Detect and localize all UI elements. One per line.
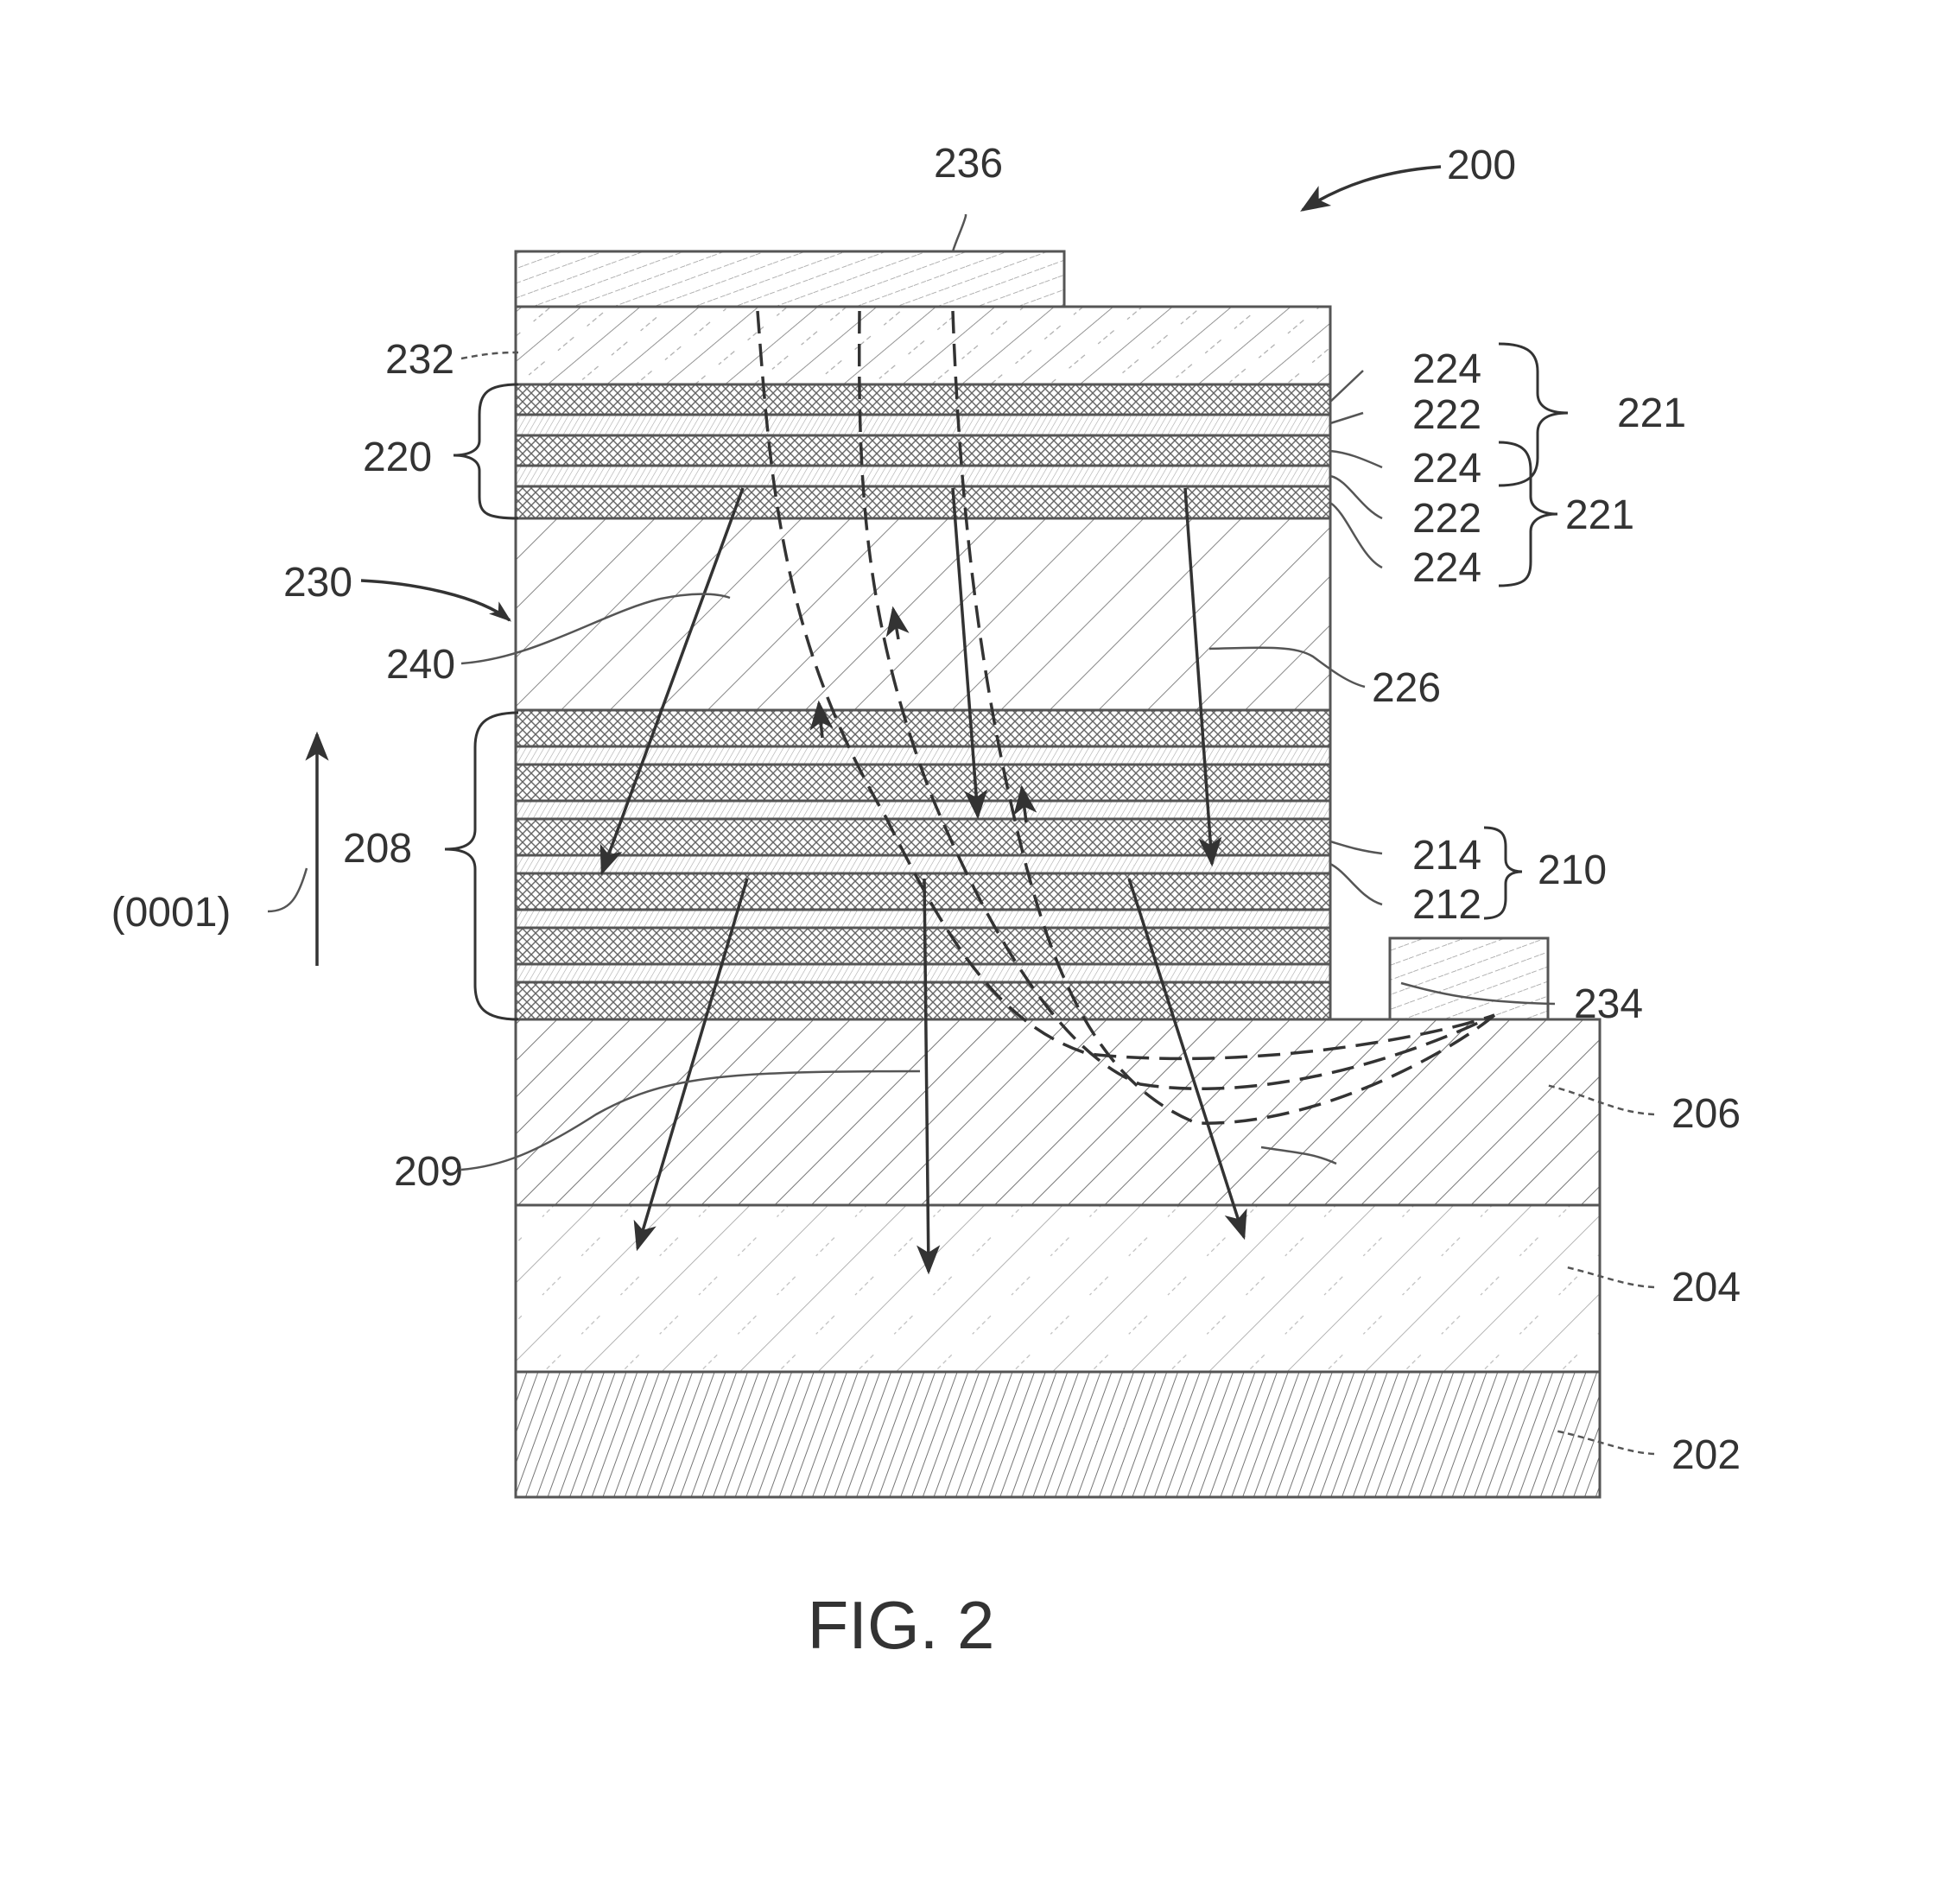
p-contact bbox=[514, 250, 1066, 308]
label-sl-222-b: 222 bbox=[1412, 496, 1481, 542]
label-current-path: 240 bbox=[386, 642, 455, 688]
lower-pair-brace bbox=[1498, 441, 1558, 587]
label-qw-pair: 210 bbox=[1538, 847, 1607, 893]
label-pair-upper: 221 bbox=[1617, 390, 1686, 436]
leader-lines bbox=[267, 214, 1655, 1456]
label-p-contact: 236 bbox=[934, 141, 1003, 187]
n-contact bbox=[1388, 936, 1550, 1021]
label-sl-224-a: 224 bbox=[1412, 346, 1481, 392]
figure-caption: FIG. 2 bbox=[808, 1587, 995, 1663]
label-n-contact: 234 bbox=[1574, 981, 1643, 1027]
label-dislocation: 209 bbox=[394, 1149, 463, 1195]
intermediate-layer bbox=[514, 517, 1332, 712]
label-active-region: 208 bbox=[343, 826, 412, 872]
label-device: 200 bbox=[1447, 143, 1516, 188]
active-region-brace bbox=[444, 711, 519, 1021]
label-pair-lower: 221 bbox=[1565, 492, 1634, 538]
label-substrate: 202 bbox=[1671, 1432, 1741, 1478]
label-sl-224-b: 224 bbox=[1412, 446, 1481, 492]
light-rays bbox=[599, 487, 1247, 1275]
current-paths bbox=[756, 310, 1496, 1125]
label-buffer: 204 bbox=[1671, 1265, 1741, 1311]
label-superlattice: 220 bbox=[363, 435, 432, 480]
device-pointer-arrow bbox=[1300, 165, 1442, 212]
label-led-structure: 230 bbox=[283, 560, 352, 606]
label-growth-direction: (0001) bbox=[111, 890, 232, 936]
active-region bbox=[514, 708, 1332, 1021]
substrate-layer bbox=[514, 1370, 1602, 1499]
label-barrier: 214 bbox=[1412, 833, 1481, 879]
label-p-type-layer: 232 bbox=[385, 337, 454, 383]
buffer-layer bbox=[514, 1203, 1602, 1374]
label-light-ray: 226 bbox=[1372, 665, 1441, 711]
label-n-type-layer: 206 bbox=[1671, 1091, 1741, 1137]
superlattice-brace bbox=[453, 383, 519, 520]
label-sl-224-c: 224 bbox=[1412, 545, 1481, 591]
superlattice-stack bbox=[514, 383, 1332, 520]
qw-pair-brace bbox=[1483, 826, 1523, 920]
led-structure-pointer-arrow bbox=[360, 579, 512, 622]
label-well: 212 bbox=[1412, 882, 1481, 928]
label-sl-222-a: 222 bbox=[1412, 392, 1481, 438]
upper-pair-brace bbox=[1498, 342, 1569, 487]
p-type-layer bbox=[514, 305, 1332, 386]
